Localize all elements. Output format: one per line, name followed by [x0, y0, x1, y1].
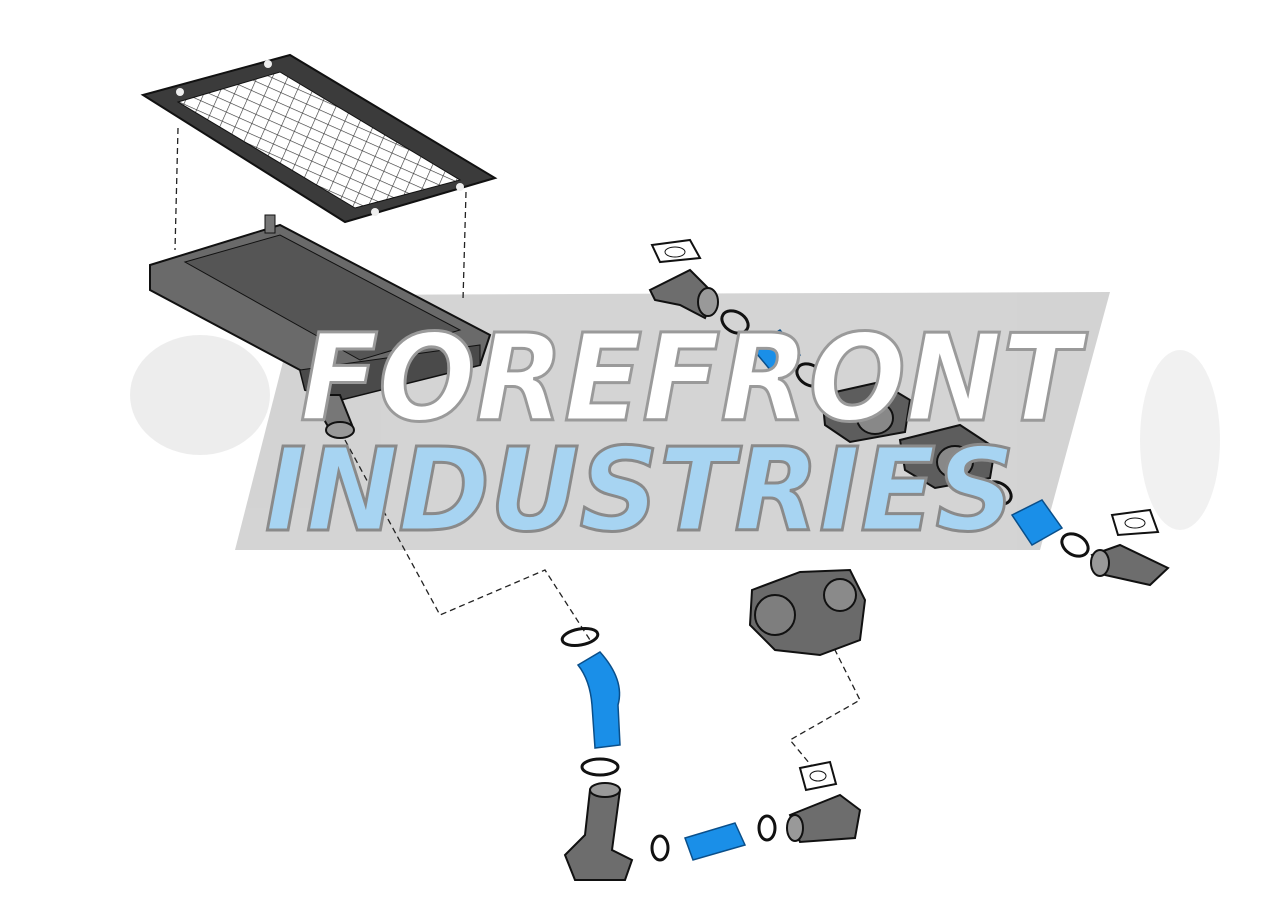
watermark-logo: FOREFRONT INDUSTRIES	[264, 309, 1090, 560]
hose-clamp	[650, 834, 670, 862]
hose-clamp	[795, 362, 825, 388]
hose-clamp	[580, 757, 620, 777]
hose-clamp	[720, 309, 750, 335]
flange-elbow-top	[648, 268, 719, 320]
watermark-line2: INDUSTRIES	[265, 424, 1015, 558]
intercooler-cover-grille	[140, 53, 498, 224]
throttle-body-right	[898, 423, 997, 490]
watermark-line1: FOREFRONT	[300, 310, 1088, 449]
intercooler	[149, 214, 492, 439]
throttle-body-left	[820, 380, 912, 444]
flange-gasket-right	[1110, 508, 1160, 537]
silicone-coupler-bend	[576, 651, 621, 749]
turbo-outlet-pipe	[786, 793, 862, 844]
flange-gasket-turbo	[798, 760, 838, 792]
turbocharger	[748, 568, 867, 657]
silicone-coupler-lower	[684, 822, 747, 861]
silicone-coupler-right	[1010, 499, 1064, 546]
flange-elbow-right	[1090, 543, 1170, 587]
hose-clamp	[1060, 532, 1090, 558]
flange-gasket-top	[650, 238, 702, 264]
hose-clamp	[983, 480, 1013, 506]
silicone-coupler-upper	[750, 329, 802, 373]
hose-clamp	[560, 627, 600, 647]
hose-clamp	[757, 814, 777, 842]
lower-elbow-pipe	[563, 782, 634, 881]
leader-lines	[174, 127, 861, 771]
